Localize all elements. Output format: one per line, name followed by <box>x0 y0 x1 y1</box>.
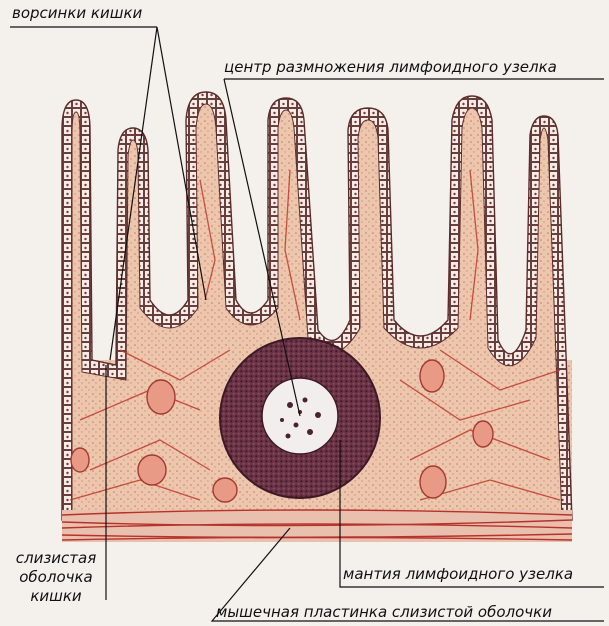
germinal-center-label: центр размножения лимфоидного узелка <box>224 60 557 75</box>
mucosa-label-line-3: кишки <box>8 587 104 606</box>
mucosa-label-line-1: слизистая <box>8 549 104 568</box>
mucosa-label: слизистая оболочка кишки <box>8 549 104 606</box>
muscular-plate <box>62 510 572 542</box>
mucosa-label-line-2: оболочка <box>8 568 104 587</box>
muscular-plate-label: мышечная пластинка слизистой оболочки <box>216 605 552 620</box>
villi-leader-line <box>10 27 206 360</box>
villi-label: ворсинки кишки <box>12 6 142 21</box>
mantle-label: мантия лимфоидного узелка <box>343 567 573 582</box>
